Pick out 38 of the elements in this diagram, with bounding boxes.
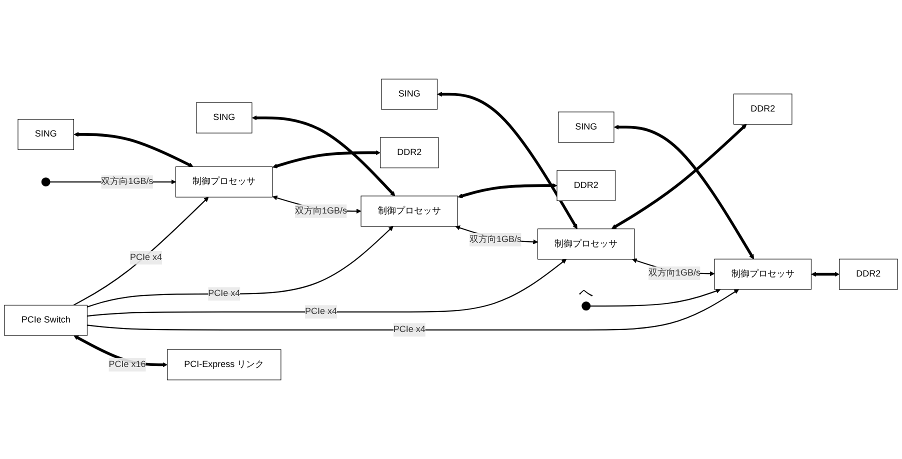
arrow (614, 124, 754, 260)
edge-label: 双方向1GB/s (648, 268, 700, 278)
edge-label: PCIe x4 (304, 306, 337, 316)
node-box: DDR2 (733, 94, 792, 125)
edge-label: PCIe x16 (108, 360, 146, 370)
node-circle (582, 302, 591, 310)
node-box: 制御プロセッサ (176, 166, 273, 198)
arrow (611, 124, 747, 229)
edge-label: PCIe x4 (393, 324, 426, 334)
node-box: 制御プロセッサ (360, 196, 458, 227)
arrow (458, 183, 558, 198)
arrow (87, 289, 739, 330)
node-box: PCIe Switch (4, 304, 88, 336)
edge-label: 双方向1GB/s (470, 234, 522, 244)
arrow (437, 92, 578, 230)
node-box: SING (381, 78, 438, 110)
node-box: 制御プロセッサ (714, 258, 812, 290)
node-box: SING (196, 102, 252, 134)
node-box: DDR2 (839, 258, 898, 290)
node-box: SING (18, 118, 74, 150)
node-box: SING (558, 112, 614, 143)
arrow (590, 288, 721, 307)
arrow (811, 272, 840, 277)
arrow (87, 226, 394, 308)
node-box: 制御プロセッサ (538, 228, 635, 260)
arrow (87, 259, 567, 317)
node-box: PCI-Express リンク (167, 349, 282, 380)
arrow (73, 196, 209, 306)
node-box: DDR2 (556, 170, 616, 202)
edge-label: 双方向1GB/s (101, 176, 154, 186)
arrow (252, 115, 396, 196)
node-box: DDR2 (380, 137, 439, 168)
arrow (272, 150, 380, 168)
node-circle (41, 177, 50, 186)
edge-label: PCIe x4 (208, 288, 240, 298)
edge-label: PCIe x4 (130, 252, 162, 262)
edge-label: 双方向1GB/s (295, 206, 347, 216)
arrow (74, 132, 194, 168)
